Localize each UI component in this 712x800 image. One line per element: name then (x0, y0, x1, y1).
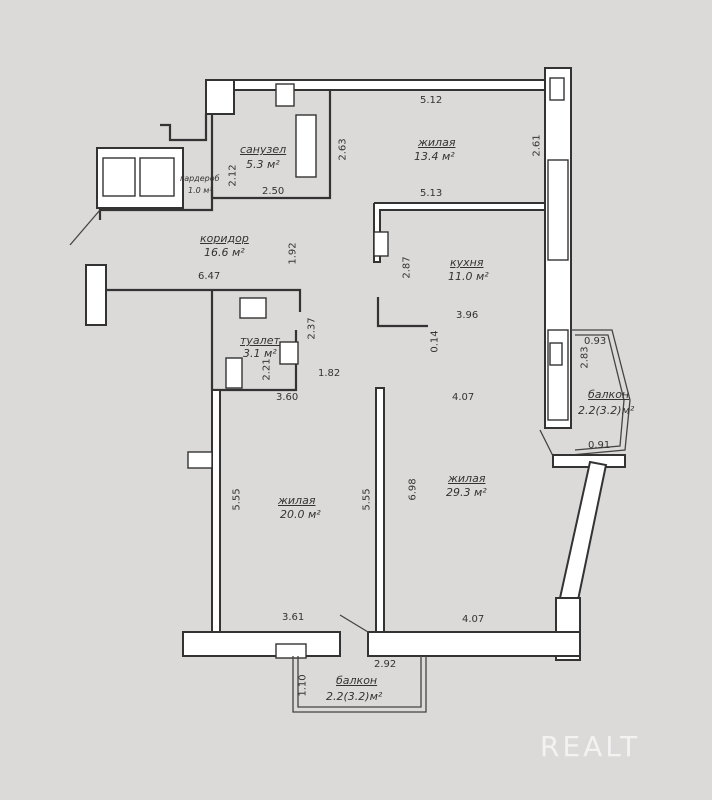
dim-2-83: 2.83 (579, 346, 591, 369)
room-living-big-name: жилая (448, 472, 486, 485)
dim-2-12: 2.12 (227, 164, 239, 187)
room-garderob-name: гардероб (180, 174, 220, 183)
sink-fixture (279, 341, 299, 365)
wall-living-mid (375, 387, 385, 633)
toilet-box (225, 357, 243, 389)
dim-2-92: 2.92 (374, 659, 397, 670)
dim-0-91: 0.91 (588, 440, 611, 451)
dim-2-50: 2.50 (262, 186, 285, 197)
realt-watermark: REALT (540, 730, 641, 763)
balcony-right-inner (574, 334, 625, 451)
room-balcony-right-area: 2.2(3.2)м² (578, 404, 635, 417)
wall-bottom-right (367, 631, 581, 657)
dim-1-82: 1.82 (318, 368, 341, 379)
dim-5-13: 5.13 (420, 188, 443, 199)
window-right-2 (547, 159, 569, 261)
room-balcony-bottom-name: балкон (336, 674, 378, 687)
balcony-bottom-outline (292, 656, 427, 713)
wall-bottom-left (182, 631, 341, 657)
wall-top (205, 79, 549, 91)
dim-3-96: 3.96 (456, 310, 479, 321)
window-right-4 (549, 342, 563, 366)
dim-1-92: 1.92 (287, 242, 299, 265)
balcony-right-outline (570, 329, 631, 456)
room-balcony-right-name: балкон (588, 388, 630, 401)
room-koridor-name: коридор (200, 232, 249, 245)
dim-2-37: 2.37 (306, 317, 318, 340)
window-right-1 (549, 77, 565, 101)
wall-corridor-bottom (106, 288, 302, 312)
room-living-top-name: жилая (418, 136, 456, 149)
closet-1 (102, 157, 136, 197)
room-living-top-area: 13.4 м² (414, 150, 455, 163)
window-bottom (275, 643, 307, 659)
room-toilet-area: 3.1 м² (243, 347, 277, 360)
dim-6-98: 6.98 (407, 478, 419, 501)
dim-0-93: 0.93 (584, 336, 607, 347)
dim-2-61: 2.61 (531, 134, 543, 157)
wall-top-block (205, 79, 235, 115)
room-toilet-name: туалет (240, 334, 280, 347)
door-swing-bottom (339, 614, 369, 633)
wall-left-upper (160, 114, 208, 142)
dim-6-47: 6.47 (198, 271, 221, 282)
room-kitchen-area: 11.0 м² (448, 270, 489, 283)
bay-diagonal (558, 460, 608, 602)
room-kitchen-name: кухня (450, 256, 484, 269)
dim-2-87: 2.87 (401, 256, 413, 279)
toilet-fixture (239, 297, 267, 319)
dim-0-14: 0.14 (429, 330, 441, 353)
room-balcony-bottom-area: 2.2(3.2)м² (326, 690, 383, 703)
kitchen-column (373, 231, 389, 257)
dim-2-21: 2.21 (261, 358, 273, 381)
room-living-big-area: 29.3 м² (446, 486, 487, 499)
dim-1-10: 1.10 (297, 674, 309, 697)
room-living-left-area: 20.0 м² (280, 508, 321, 521)
dim-3-61: 3.61 (282, 612, 305, 623)
balcony-bottom-inner (297, 656, 422, 708)
wall-living-left (211, 389, 221, 633)
wall-sanuzel (210, 90, 332, 200)
room-garderob-area: 1.0 м² (188, 186, 213, 195)
dim-5-55-left: 5.55 (231, 488, 243, 511)
dim-5-55-right: 5.55 (361, 488, 373, 511)
room-sanuzel-area: 5.3 м² (246, 158, 280, 171)
dim-2-63: 2.63 (337, 138, 349, 161)
window-top (275, 83, 295, 107)
dim-4-07-mid: 4.07 (452, 392, 475, 403)
wall-column (187, 451, 213, 469)
bathtub (295, 114, 317, 178)
dim-5-12: 5.12 (420, 95, 443, 106)
wall-kitchen-top (373, 202, 546, 263)
wall-kitchen-mid (376, 297, 428, 328)
room-living-left-name: жилая (278, 494, 316, 507)
dim-4-07-bottom: 4.07 (462, 614, 485, 625)
room-sanuzel-name: санузел (240, 143, 287, 156)
dim-3-60: 3.60 (276, 392, 299, 403)
wall-left-stub (85, 264, 107, 326)
wall-corridor-left (98, 190, 214, 220)
corridor-entry-line (69, 209, 101, 246)
closet-2 (139, 157, 175, 197)
room-koridor-area: 16.6 м² (204, 246, 245, 259)
